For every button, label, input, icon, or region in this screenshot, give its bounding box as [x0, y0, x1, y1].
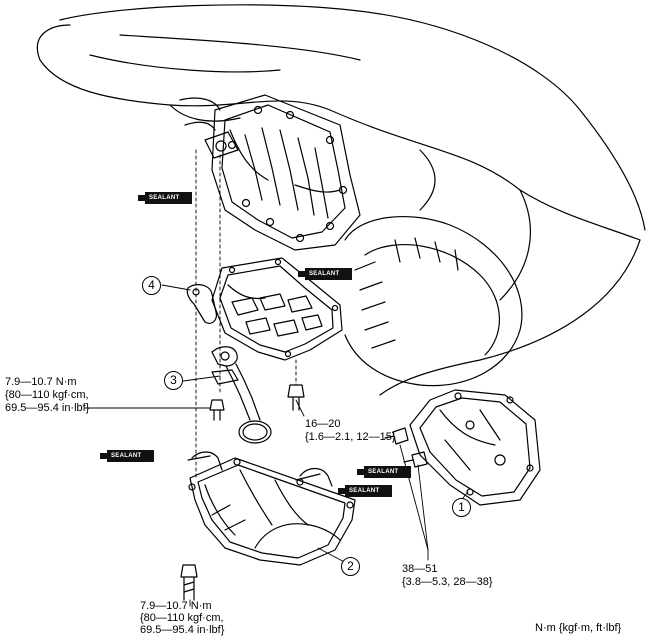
units-note: N·m {kgf·m, ft·lbf}: [535, 622, 622, 634]
torque-center-line2: {1.6—2.1, 12—15}: [305, 431, 396, 443]
torque-right-line2: {3.8—5.3, 28—38}: [402, 576, 493, 588]
torque-upper-left-line3: 69.5—95.4 in·lbf}: [5, 402, 90, 414]
engine-block: [179, 94, 361, 251]
oil-pan-part-2: [188, 457, 356, 566]
torque-bottom-line3: 69.5—95.4 in·lbf}: [140, 624, 225, 636]
bracket-part-1: [409, 389, 541, 506]
sealant-tube-baffle: SEALANT: [297, 268, 353, 280]
torque-upper-left-line1: 7.9—10.7 N·m: [5, 376, 77, 388]
torque-bottom-line2: {80—110 kgf·cm,: [140, 612, 224, 624]
bolts: [180, 384, 428, 601]
callout-1: 1: [452, 498, 471, 517]
sealant-tube-clip-left: SEALANT: [99, 450, 155, 462]
torque-right-line1: 38—51: [402, 563, 438, 575]
sealant-tube-clip-right: SEALANT: [356, 466, 412, 478]
alignment-guides: [195, 149, 297, 481]
tire: [344, 216, 523, 387]
sealant-tube-engine: SEALANT: [137, 192, 193, 204]
vehicle-body-outline: [36, 4, 646, 396]
torque-center-line1: 16—20: [305, 418, 341, 430]
torque-bottom-line1: 7.9—10.7 N·m: [140, 600, 212, 612]
sealant-tube-oil-pan: SEALANT: [337, 485, 393, 497]
torque-upper-left-line2: {80—110 kgf·cm,: [5, 389, 89, 401]
oil-strainer-part-3: [211, 346, 272, 444]
gasket-part-4: [186, 284, 217, 324]
callout-2: 2: [341, 557, 360, 576]
callout-3: 3: [164, 371, 183, 390]
callout-4: 4: [142, 276, 161, 295]
